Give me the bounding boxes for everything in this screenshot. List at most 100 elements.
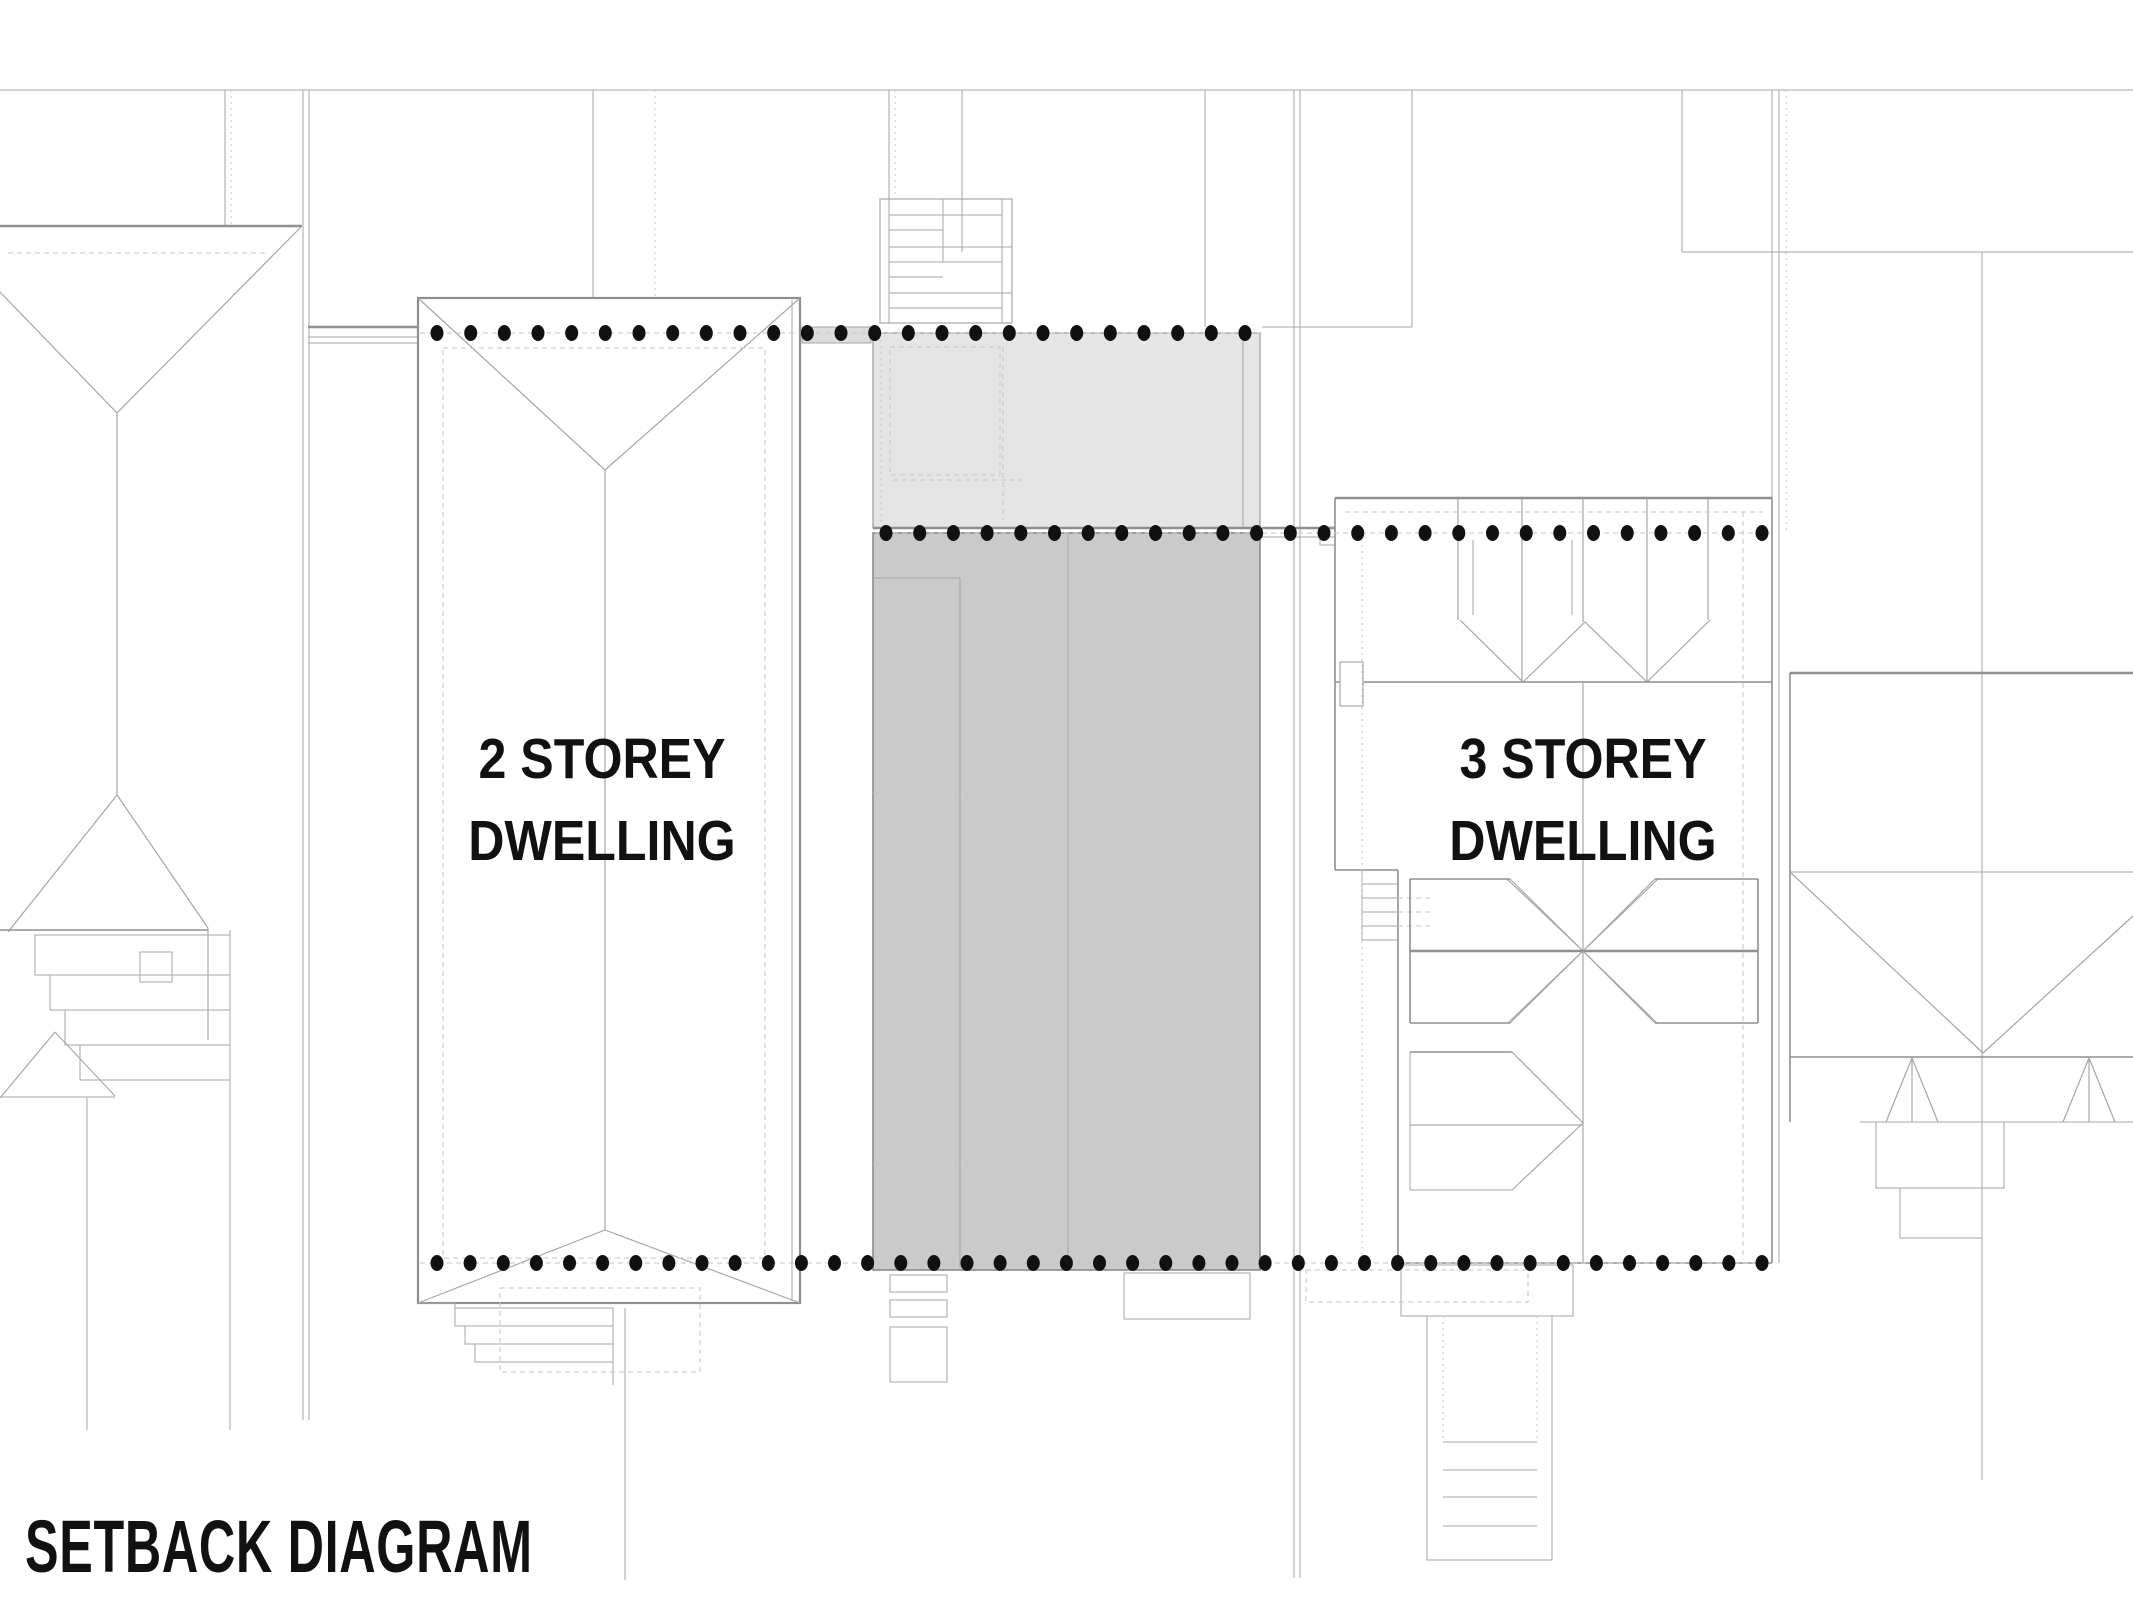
setback-dot bbox=[1721, 525, 1735, 541]
setback-dot bbox=[1486, 525, 1499, 541]
setback-dot bbox=[1418, 525, 1432, 541]
setback-dot bbox=[662, 1255, 676, 1271]
setback-dot bbox=[1291, 1255, 1305, 1271]
setback-dot bbox=[1384, 525, 1398, 541]
setback-dot bbox=[1002, 325, 1016, 341]
setback-dot bbox=[531, 325, 545, 341]
lower-gable-roof bbox=[1409, 1051, 1584, 1191]
setback-dot bbox=[1048, 525, 1061, 541]
setback-dot bbox=[1238, 325, 1252, 341]
setback-dot bbox=[728, 1255, 742, 1271]
setback-dot bbox=[1317, 525, 1331, 541]
front-stair-structure bbox=[879, 198, 1013, 324]
setback-dot bbox=[993, 1255, 1007, 1271]
setback-dot bbox=[733, 325, 747, 341]
setback-dot bbox=[1159, 1255, 1173, 1271]
setback-dot bbox=[666, 325, 680, 341]
setback-dot bbox=[868, 325, 882, 341]
front-porch-and-stairs bbox=[1400, 1264, 1574, 1561]
two-storey-label-line1: 2 STOREY bbox=[478, 727, 725, 791]
setback-dot bbox=[1424, 1255, 1438, 1271]
setback-dot bbox=[632, 325, 646, 341]
setback-dot bbox=[927, 1255, 941, 1271]
setback-dot bbox=[1556, 1255, 1570, 1271]
setback-dot bbox=[1589, 1255, 1603, 1271]
setback-dot bbox=[1722, 1255, 1736, 1271]
setback-dot bbox=[946, 525, 960, 541]
setback-dot bbox=[1490, 1255, 1504, 1271]
cross-hip-roof bbox=[1409, 682, 1759, 1263]
ground-floor-footprint bbox=[872, 532, 1261, 1271]
setback-dot bbox=[430, 325, 444, 341]
lot-boundary-lines bbox=[224, 90, 1787, 1578]
right-neighbour-building bbox=[1682, 251, 2133, 1480]
setback-dot bbox=[1258, 1255, 1272, 1271]
setback-dot bbox=[1171, 325, 1185, 341]
setback-dot bbox=[695, 1255, 709, 1271]
setback-dot bbox=[969, 325, 983, 341]
setback-dot bbox=[529, 1255, 543, 1271]
setback-dot bbox=[1324, 1255, 1338, 1271]
setback-dot bbox=[1654, 525, 1668, 541]
setback-dot bbox=[767, 325, 781, 341]
setback-dot bbox=[598, 325, 612, 341]
setback-dot bbox=[901, 325, 915, 341]
setback-dot bbox=[496, 1255, 510, 1271]
setback-dot bbox=[565, 325, 579, 341]
setback-dot bbox=[1358, 1255, 1371, 1271]
setback-dot bbox=[1126, 1255, 1140, 1271]
subject-site bbox=[872, 198, 1261, 1383]
setback-dot bbox=[834, 325, 848, 341]
setback-dot bbox=[1587, 525, 1600, 541]
three-storey-label-line2: DWELLING bbox=[1449, 809, 1716, 873]
two-storey-label-line2: DWELLING bbox=[468, 809, 735, 873]
setback-dot bbox=[463, 1255, 477, 1271]
setback-dot bbox=[1204, 325, 1218, 341]
page-title: SETBACK DIAGRAM bbox=[25, 1507, 533, 1589]
upper-floor-footprint bbox=[872, 332, 1261, 529]
setback-dot bbox=[894, 1255, 908, 1271]
setback-dot bbox=[1351, 525, 1365, 541]
setback-dots bbox=[430, 325, 1769, 1271]
rear-porch bbox=[1123, 1272, 1251, 1320]
front-setback-row bbox=[430, 325, 1252, 341]
setback-dot bbox=[1081, 525, 1095, 541]
setback-dot bbox=[800, 325, 814, 341]
setback-dot bbox=[464, 325, 478, 341]
setback-dot bbox=[1689, 1255, 1703, 1271]
setback-dot bbox=[1688, 525, 1702, 541]
setback-dot bbox=[1070, 325, 1084, 341]
setback-dot bbox=[430, 1255, 444, 1271]
setback-dot bbox=[935, 325, 949, 341]
setback-dot bbox=[1553, 525, 1567, 541]
two-storey-dwelling: 2 STOREY DWELLING bbox=[416, 296, 802, 1580]
chimney bbox=[1339, 661, 1364, 707]
three-storey-dwelling: 3 STOREY DWELLING bbox=[1305, 496, 1780, 1561]
middle-setback-row bbox=[879, 525, 1769, 541]
left-neighbour-building bbox=[0, 224, 303, 1430]
setback-dot bbox=[1623, 1255, 1636, 1271]
setback-dot bbox=[828, 1255, 841, 1271]
setback-dot bbox=[497, 325, 511, 341]
side-stairs bbox=[1361, 870, 1430, 941]
setback-dot bbox=[1093, 1255, 1106, 1271]
setback-dot bbox=[1216, 525, 1230, 541]
setback-dot bbox=[563, 1255, 576, 1271]
setback-dot bbox=[1519, 525, 1533, 541]
setback-dot bbox=[1452, 525, 1466, 541]
setback-dot bbox=[1182, 525, 1196, 541]
rear-steps bbox=[889, 1274, 948, 1383]
setback-dot bbox=[1014, 525, 1028, 541]
setback-dot bbox=[1059, 1255, 1073, 1271]
setback-dot bbox=[1149, 525, 1162, 541]
setback-dot bbox=[1115, 525, 1129, 541]
setback-dot bbox=[879, 525, 893, 541]
setback-dot bbox=[1192, 1255, 1206, 1271]
setback-dot bbox=[1036, 325, 1050, 341]
setback-dot bbox=[913, 525, 927, 541]
setback-dot bbox=[629, 1255, 643, 1271]
setback-dot bbox=[1755, 1255, 1769, 1271]
setback-dot bbox=[1225, 1255, 1239, 1271]
